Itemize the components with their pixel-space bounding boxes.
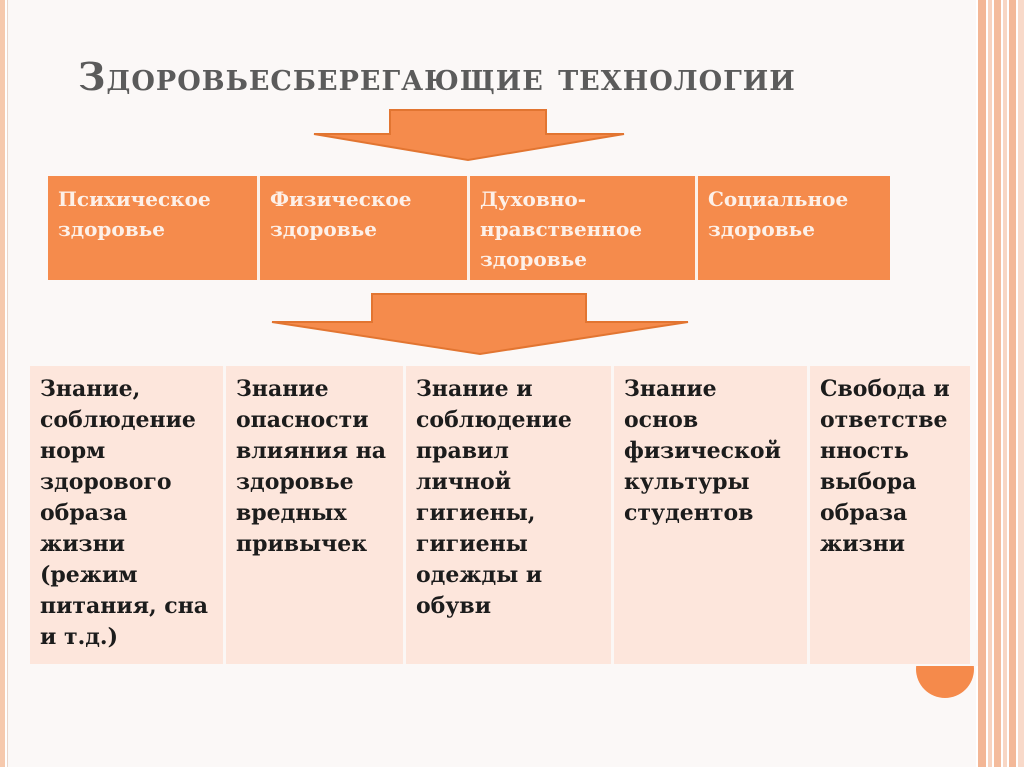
page-title: Здоровьесберегающие технологии — [78, 54, 796, 99]
arrow-down-top — [313, 109, 625, 162]
health-types-row: Психическое здоровье Физическое здоровье… — [48, 176, 890, 280]
health-type-mental: Психическое здоровье — [48, 176, 260, 280]
components-row: Знание, соблюдение норм здорового образа… — [30, 366, 970, 664]
component-healthy-lifestyle: Знание, соблюдение норм здорового образа… — [30, 366, 226, 664]
component-freedom-responsibility: Свобода и ответстве нность выбора образа… — [810, 366, 970, 664]
health-type-social: Социальное здоровье — [698, 176, 890, 280]
component-physical-culture: Знание основ физической культуры студент… — [614, 366, 810, 664]
health-type-physical: Физическое здоровье — [260, 176, 470, 280]
health-type-spiritual: Духовно-нравственное здоровье — [470, 176, 698, 280]
component-bad-habits: Знание опасности влияния на здоровье вре… — [226, 366, 406, 664]
left-decor-stripe — [0, 0, 5, 767]
right-decor-bars — [978, 0, 1024, 767]
component-hygiene: Знание и соблюдение правил личной гигиен… — [406, 366, 614, 664]
arrow-down-bottom — [271, 293, 689, 356]
